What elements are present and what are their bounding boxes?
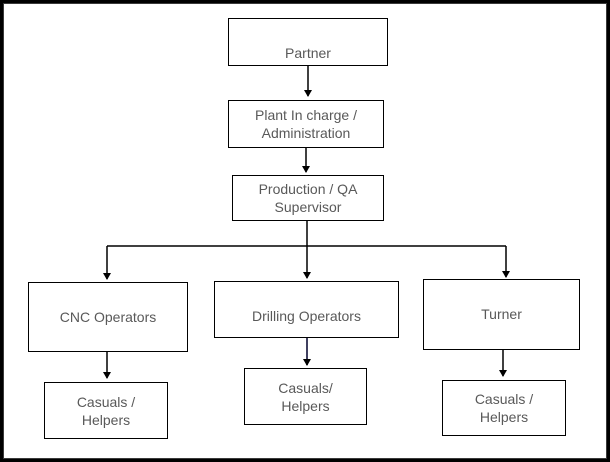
node-plant-in-charge: Plant In charge / Administration bbox=[228, 100, 384, 148]
node-casuals-helpers-drilling-label: Casuals/ Helpers bbox=[278, 379, 333, 414]
node-production-supervisor: Production / QA Supervisor bbox=[232, 175, 384, 221]
node-turner-label: Turner bbox=[481, 306, 522, 322]
node-partner: Partner bbox=[228, 18, 388, 66]
node-casuals-helpers-cnc: Casuals / Helpers bbox=[44, 382, 168, 439]
node-drilling-operators: Drilling Operators bbox=[214, 281, 399, 338]
node-partner-label: Partner bbox=[285, 45, 331, 61]
node-casuals-helpers-drilling: Casuals/ Helpers bbox=[244, 368, 367, 425]
node-casuals-helpers-cnc-label: Casuals / Helpers bbox=[76, 393, 136, 428]
node-plant-in-charge-label: Plant In charge / Administration bbox=[255, 107, 357, 141]
node-cnc-operators: CNC Operators bbox=[28, 282, 188, 352]
node-casuals-helpers-turner-label: Casuals / Helpers bbox=[474, 391, 534, 425]
node-casuals-helpers-turner: Casuals / Helpers bbox=[442, 380, 566, 436]
node-drilling-operators-label: Drilling Operators bbox=[252, 308, 361, 324]
node-cnc-operators-label: CNC Operators bbox=[59, 309, 157, 325]
node-production-supervisor-label: Production / QA Supervisor bbox=[258, 181, 358, 215]
node-turner: Turner bbox=[423, 279, 580, 350]
